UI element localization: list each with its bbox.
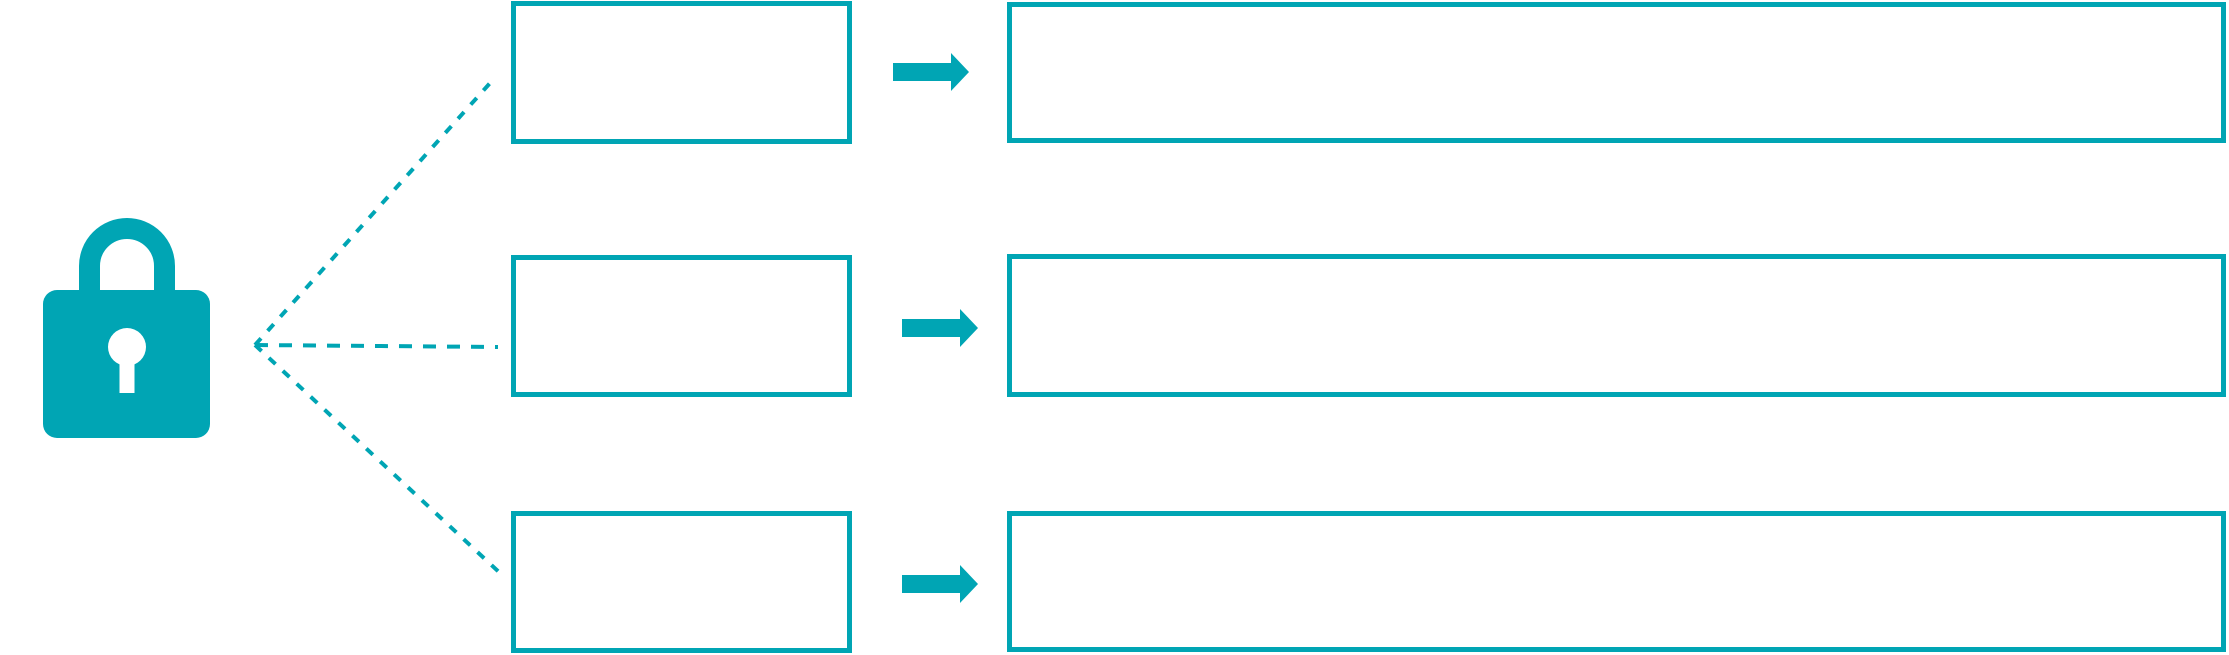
lock-icon bbox=[43, 218, 210, 438]
target-box-1 bbox=[1007, 2, 2226, 143]
lock-shackle bbox=[79, 218, 175, 313]
source-box-1 bbox=[511, 1, 852, 144]
target-box-2 bbox=[1007, 254, 2226, 397]
arrow-right-icon bbox=[893, 53, 969, 91]
target-box-3 bbox=[1007, 511, 2226, 652]
dotted-connector-bottom bbox=[253, 343, 502, 575]
arrow-right-icon bbox=[902, 309, 978, 347]
dotted-connector-middle bbox=[254, 343, 499, 349]
arrow-right-icon bbox=[902, 565, 978, 603]
dotted-connector-top bbox=[253, 80, 493, 347]
source-box-2 bbox=[511, 255, 852, 397]
source-box-3 bbox=[511, 511, 852, 653]
lock-keyhole-stem bbox=[119, 347, 135, 393]
